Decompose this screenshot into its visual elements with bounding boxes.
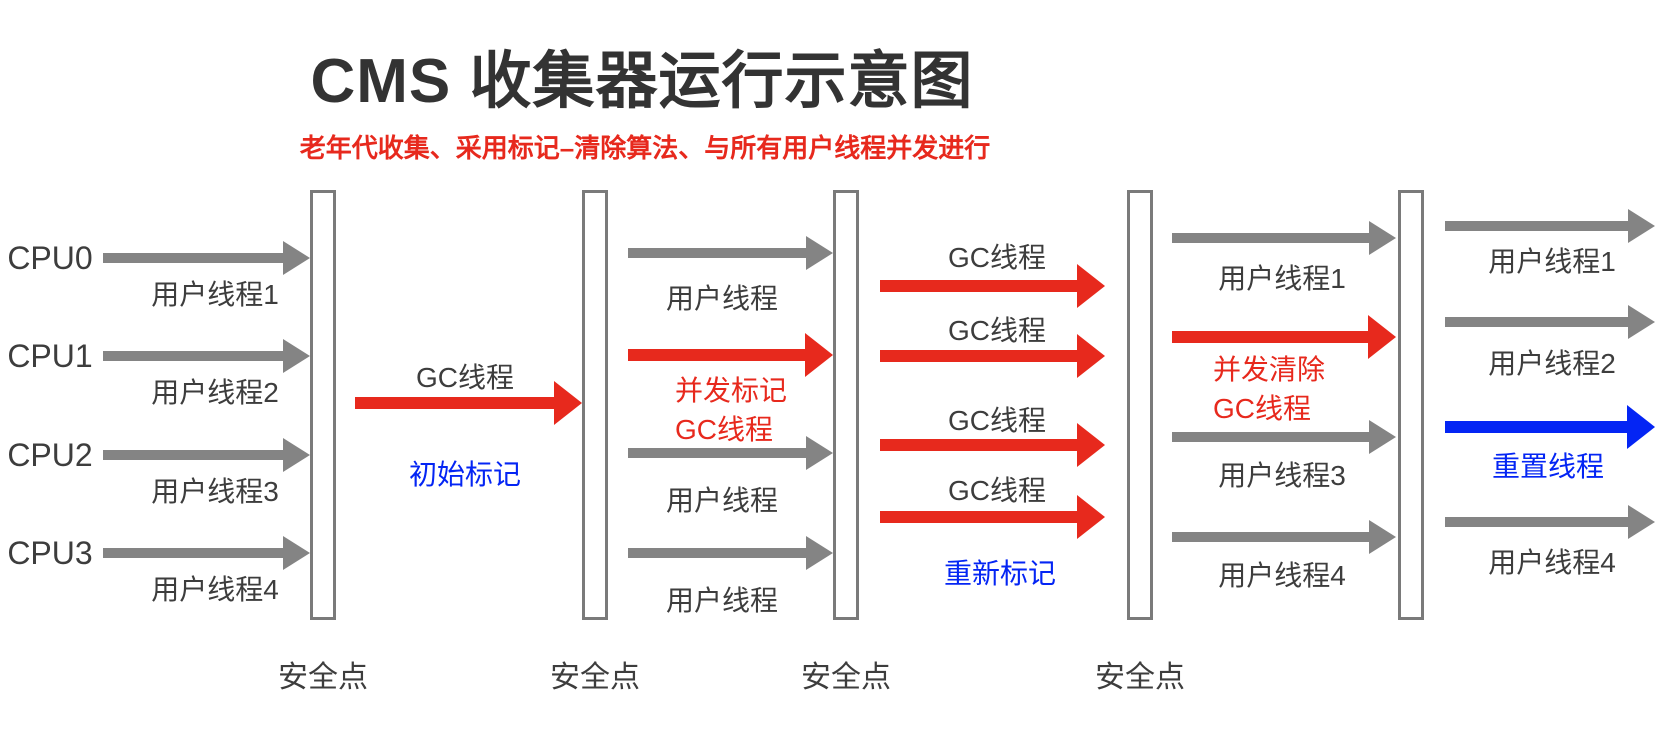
arrowhead-icon [1369, 420, 1396, 454]
user-thread-arrow [628, 436, 833, 470]
concurrent-sweep-line1: 并发清除 [1213, 354, 1326, 385]
user-thread-arrow [103, 241, 310, 275]
arrowhead-icon [806, 436, 833, 470]
gc-thread-arrow [880, 264, 1105, 308]
user-thread-arrow [628, 236, 833, 270]
gc-thread-arrow [880, 334, 1105, 378]
gc-thread-label: GC线程 [947, 315, 1047, 346]
safepoint-label: 安全点 [550, 661, 640, 694]
user-thread-label: 用户线程3 [151, 476, 279, 507]
cpu-label: CPU1 [7, 338, 93, 374]
arrowhead-icon [283, 241, 310, 275]
arrowhead-icon [1077, 423, 1105, 467]
concurrent-sweep-gc-label: 并发清除 GC线程 [1213, 350, 1325, 428]
arrowhead-icon [283, 536, 310, 570]
user-thread-arrow [103, 438, 310, 472]
gc-thread-arrow [1172, 315, 1396, 359]
safepoint-bar-1 [310, 190, 336, 620]
arrowhead-icon [806, 536, 833, 570]
user-thread-label: 用户线程2 [151, 377, 279, 408]
safepoint-label: 安全点 [278, 661, 368, 694]
gc-thread-arrow [355, 381, 582, 425]
user-thread-label: 用户线程 [665, 485, 779, 516]
arrowhead-icon [806, 236, 833, 270]
arrowhead-icon [1077, 334, 1105, 378]
user-thread-label: 用户线程4 [1488, 547, 1616, 578]
arrowhead-icon [1369, 520, 1396, 554]
arrowhead-icon [1628, 305, 1655, 339]
gc-thread-label: GC线程 [947, 242, 1047, 273]
gc-thread-label: GC线程 [415, 362, 515, 393]
arrowhead-icon [1077, 264, 1105, 308]
user-thread-label: 用户线程1 [1218, 263, 1346, 294]
user-thread-label: 用户线程 [665, 283, 779, 314]
diagram-subtitle: 老年代收集、采用标记–清除算法、与所有用户线程并发进行 [299, 133, 991, 163]
safepoint-bar-5 [1398, 190, 1424, 620]
cpu-label: CPU0 [7, 240, 93, 276]
user-thread-arrow [1172, 221, 1396, 255]
concurrent-mark-line1: 并发标记 [675, 375, 788, 406]
user-thread-label: 用户线程4 [1218, 560, 1346, 591]
safepoint-label: 安全点 [801, 661, 891, 694]
gc-thread-label: GC线程 [947, 405, 1047, 436]
concurrent-mark-line2: GC线程 [675, 414, 774, 445]
arrowhead-icon [1368, 315, 1396, 359]
gc-thread-arrow [880, 495, 1105, 539]
gc-thread-arrow [628, 333, 833, 377]
phase-label-initial-mark: 初始标记 [408, 459, 522, 490]
arrowhead-icon [1628, 505, 1655, 539]
user-thread-arrow [1445, 505, 1655, 539]
user-thread-arrow [1445, 305, 1655, 339]
gc-thread-label: GC线程 [947, 475, 1047, 506]
phase-label-reset: 重置线程 [1491, 451, 1605, 482]
safepoint-bar-3 [833, 190, 859, 620]
user-thread-arrow [1445, 209, 1655, 243]
user-thread-arrow [628, 536, 833, 570]
arrowhead-icon [554, 381, 582, 425]
arrowhead-icon [1628, 209, 1655, 243]
user-thread-label: 用户线程 [665, 585, 779, 616]
arrowhead-icon [1369, 221, 1396, 255]
safepoint-bar-2 [582, 190, 608, 620]
reset-thread-arrow [1445, 405, 1655, 449]
cpu-label: CPU2 [7, 437, 93, 473]
user-thread-label: 用户线程1 [151, 279, 279, 310]
user-thread-arrow [1172, 420, 1396, 454]
concurrent-mark-gc-label: 并发标记 GC线程 [675, 371, 787, 449]
gc-thread-arrow [880, 423, 1105, 467]
user-thread-label: 用户线程2 [1488, 348, 1616, 379]
user-thread-label: 用户线程1 [1488, 246, 1616, 277]
arrowhead-icon [1627, 405, 1655, 449]
diagram-title: CMS 收集器运行示意图 [310, 47, 974, 116]
cpu-label: CPU3 [7, 535, 93, 571]
arrowhead-icon [283, 438, 310, 472]
arrowhead-icon [805, 333, 833, 377]
safepoint-bar-4 [1127, 190, 1153, 620]
safepoint-label: 安全点 [1095, 661, 1185, 694]
user-thread-arrow [103, 339, 310, 373]
arrowhead-icon [1077, 495, 1105, 539]
arrowhead-icon [283, 339, 310, 373]
user-thread-arrow [103, 536, 310, 570]
concurrent-sweep-line2: GC线程 [1213, 393, 1312, 424]
phase-label-remark: 重新标记 [943, 558, 1057, 589]
user-thread-arrow [1172, 520, 1396, 554]
user-thread-label: 用户线程3 [1218, 460, 1346, 491]
user-thread-label: 用户线程4 [151, 574, 279, 605]
